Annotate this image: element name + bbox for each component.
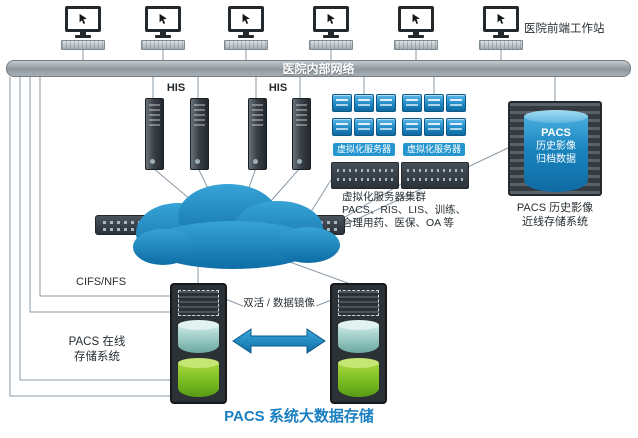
network-cloud-icon [133, 184, 340, 269]
monitor-base [155, 35, 171, 38]
his-server-icon [248, 98, 267, 170]
keyboard-icon [479, 40, 523, 50]
monitor-icon [65, 6, 101, 32]
cursor-icon [497, 13, 505, 24]
workstation-icon [478, 6, 524, 50]
monitor-stand [413, 32, 419, 35]
server-cube-icon [354, 118, 374, 136]
monitor-stand [243, 32, 249, 35]
green-database-cylinder [178, 358, 219, 397]
keyboard-icon [394, 40, 438, 50]
teal-database-cylinder [338, 320, 379, 353]
network-bar-label: 医院内部网络 [282, 62, 355, 76]
monitor-stand [160, 32, 166, 35]
keyboard-icon [224, 40, 268, 50]
server-cube-icon [446, 94, 466, 112]
cylinder-text-line: 历史影像 [536, 141, 576, 152]
rack-unit-icon [401, 162, 469, 189]
keyboard-icon [61, 40, 105, 50]
cifs-nfs-label: CIFS/NFS [76, 276, 127, 288]
green-database-cylinder [338, 358, 379, 397]
nearline-caption-line: 近线存储系统 [522, 216, 588, 228]
cursor-icon [242, 13, 250, 24]
server-cube-icon [446, 118, 466, 136]
virtualization-cluster-caption: 虚拟化服务器集群 PACS、RIS、LIS、训练、 合理用药、医保、OA 等 [342, 191, 492, 230]
workstation-icon [223, 6, 269, 50]
monitor-icon [483, 6, 519, 32]
storage-vent-panel [178, 290, 219, 316]
storage-vent-panel [338, 290, 379, 316]
online-caption-line: 存储系统 [74, 351, 120, 363]
server-cube-icon [424, 94, 444, 112]
online-storage-tower [170, 283, 227, 404]
workstation-icon [60, 6, 106, 50]
monitor-icon [228, 6, 264, 32]
archive-database-cylinder: PACS 历史影像 归档数据 [524, 110, 588, 192]
cylinder-text-line: 归档数据 [536, 154, 576, 165]
server-cube-icon [424, 118, 444, 136]
workstation-icon [308, 6, 354, 50]
monitor-stand [498, 32, 504, 35]
keyboard-icon [309, 40, 353, 50]
his-server-icon [145, 98, 164, 170]
rack-unit-icon [331, 162, 399, 189]
monitor-base [408, 35, 424, 38]
server-cube-icon [376, 94, 396, 112]
his-server-icon [292, 98, 311, 170]
monitor-base [493, 35, 509, 38]
workstation-icon [140, 6, 186, 50]
cursor-icon [159, 13, 167, 24]
his-label: HIS [166, 82, 186, 94]
hospital-network-bar: 医院内部网络 [6, 60, 631, 77]
cluster-caption-line: PACS、RIS、LIS、训练、 [342, 204, 467, 216]
server-cube-icon [332, 94, 352, 112]
monitor-icon [313, 6, 349, 32]
cylinder-text-line: PACS [541, 127, 571, 139]
online-storage-tower [330, 283, 387, 404]
teal-database-cylinder [178, 320, 219, 353]
server-cube-icon [402, 118, 422, 136]
diagram-title: PACS 系统大数据存储 [224, 408, 374, 425]
workstation-icon [393, 6, 439, 50]
virtualization-server-group [332, 94, 396, 136]
online-caption-line: PACS 在线 [68, 336, 126, 348]
his-server-icon [190, 98, 209, 170]
monitor-icon [145, 6, 181, 32]
monitor-base [75, 35, 91, 38]
monitor-stand [80, 32, 86, 35]
server-cube-icon [376, 118, 396, 136]
server-cube-icon [332, 118, 352, 136]
monitor-icon [398, 6, 434, 32]
cursor-icon [327, 13, 335, 24]
keyboard-icon [141, 40, 185, 50]
online-storage-caption: PACS 在线 存储系统 [55, 335, 139, 365]
his-label: HIS [268, 82, 288, 94]
mirror-label: 双活 / 数据镜像 [243, 297, 315, 309]
cursor-icon [79, 13, 87, 24]
cluster-caption-line: 合理用药、医保、OA 等 [342, 217, 455, 229]
nearline-storage-caption: PACS 历史影像 近线存储系统 [503, 201, 607, 229]
archive-cylinder-text: PACS 历史影像 归档数据 [524, 127, 588, 166]
cylinder-top [524, 110, 588, 123]
virtualization-group-label: 虚拟化服务器 [333, 143, 395, 156]
monitor-base [238, 35, 254, 38]
monitor-stand [328, 32, 334, 35]
virtualization-group-label: 虚拟化服务器 [403, 143, 465, 156]
virtualization-server-group [402, 94, 466, 136]
workstation-label: 医院前端工作站 [524, 23, 605, 35]
server-cube-icon [354, 94, 374, 112]
cluster-caption-line: 虚拟化服务器集群 [342, 191, 426, 203]
nearline-caption-line: PACS 历史影像 [516, 202, 594, 214]
double-arrow-icon [232, 328, 326, 354]
cylinder-body [524, 116, 588, 192]
cursor-icon [412, 13, 420, 24]
monitor-base [323, 35, 339, 38]
server-cube-icon [402, 94, 422, 112]
